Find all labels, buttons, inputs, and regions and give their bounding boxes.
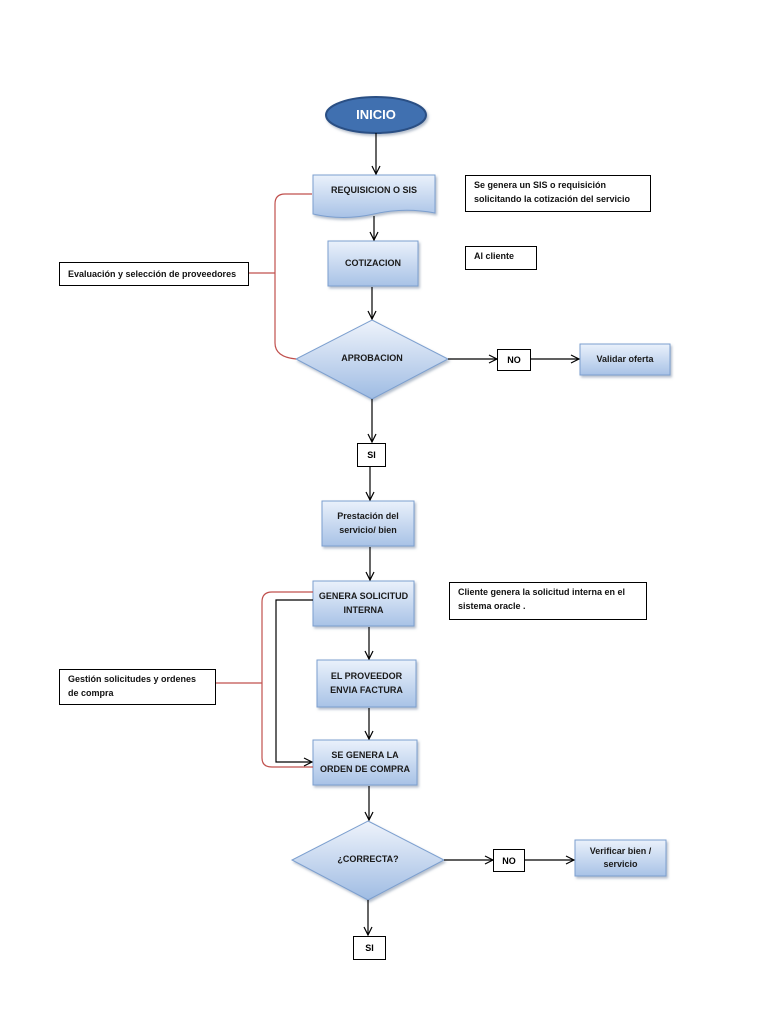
bracket-gestion [216, 591, 313, 768]
proveedor-factura-box [316, 659, 417, 708]
si-label-2: SI [353, 936, 386, 960]
aprobacion-diamond [294, 319, 450, 400]
bracket-evaluacion [249, 193, 312, 360]
correcta-diamond [290, 820, 446, 901]
no-label-1: NO [497, 349, 531, 371]
verificar-box [574, 839, 667, 877]
start-node [325, 96, 427, 134]
validar-oferta-box [579, 343, 671, 376]
group-evaluacion-label: Evaluación y selección de proveedores [59, 262, 249, 286]
si-label-1: SI [357, 443, 386, 467]
genera-solicitud-box [312, 580, 415, 627]
note-solicitud-interna: Cliente genera la solicitud interna en e… [449, 582, 647, 620]
arrow-solicitud-orden-bypass [275, 599, 313, 762]
prestacion-box [321, 500, 415, 547]
note-sis: Se genera un SIS o requisición solicitan… [465, 175, 651, 212]
group-gestion-label: Gestión solicitudes y ordenes de compra [59, 669, 216, 705]
requisicion-doc-shape [312, 174, 436, 218]
no-label-2: NO [493, 849, 525, 872]
note-al-cliente: Al cliente [465, 246, 537, 270]
orden-compra-box [312, 739, 418, 786]
cotizacion-box [327, 240, 419, 287]
